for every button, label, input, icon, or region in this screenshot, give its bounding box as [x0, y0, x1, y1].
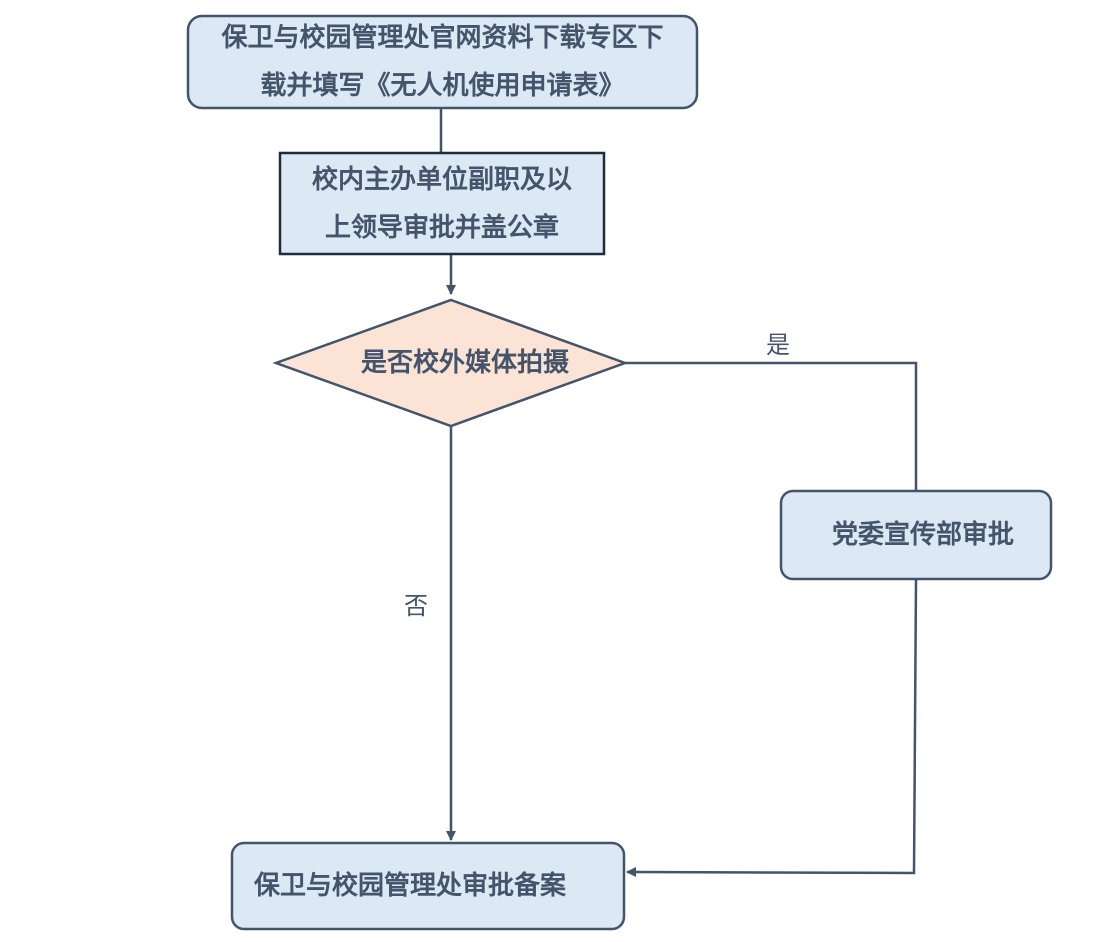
security-filing-node: 保卫与校园管理处审批备案	[232, 843, 624, 929]
connector-decision-yes	[625, 361, 918, 491]
decision-node: 是否校外媒体拍摄	[330, 339, 600, 387]
security-filing-label: 保卫与校园管理处审批备案	[254, 871, 567, 901]
propaganda-approval-label: 党委宣传部审批	[831, 520, 1014, 550]
yes-branch-label: 是	[766, 331, 790, 359]
leader-approval-node: 校内主办单位副职及以 上领导审批并盖公章	[280, 153, 604, 254]
propaganda-approval-box	[779, 489, 1053, 581]
leader-approval-line1: 校内主办单位副职及以	[311, 164, 572, 195]
download-form-line1: 保卫与校园管理处官网资料下载专区下	[221, 23, 664, 53]
security-filing-box	[230, 841, 626, 931]
download-form-node: 保卫与校园管理处官网资料下载专区下 载并填写《无人机使用申请表》	[188, 16, 697, 108]
arrow-propaganda-to-filing	[626, 578, 918, 878]
no-branch-label: 否	[404, 592, 428, 620]
leader-approval-line2: 上领导审批并盖公章	[324, 212, 559, 243]
leader-approval-box	[278, 151, 606, 256]
decision-diamond	[272, 298, 629, 428]
download-form-box	[186, 14, 699, 110]
download-form-line2: 载并填写《无人机使用申请表》	[260, 71, 625, 101]
decision-label: 是否校外媒体拍摄	[360, 348, 569, 378]
propaganda-approval-node: 党委宣传部审批	[795, 491, 1051, 579]
